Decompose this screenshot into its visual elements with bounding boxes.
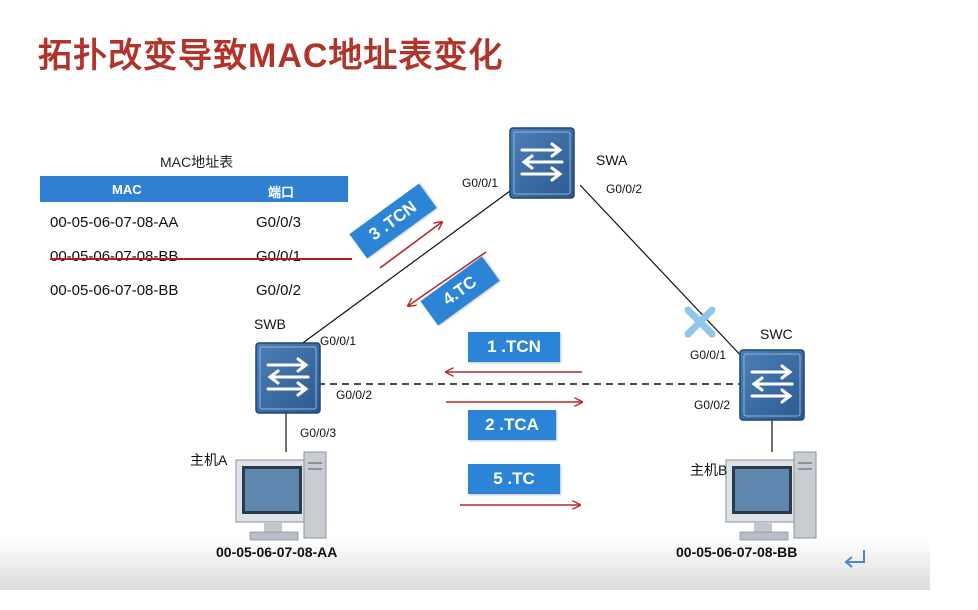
swa-label: SWA (596, 152, 628, 168)
slide-title: 拓扑改变导致MAC地址表变化 (38, 37, 504, 75)
mac-cell: 00-05-06-07-08-BB (50, 282, 179, 299)
host-a-mac: 00-05-06-07-08-AA (216, 544, 338, 560)
mac-table-row-struck: 00-05-06-07-08-BB G0/0/1 (50, 248, 352, 268)
link-failure-icon (684, 306, 716, 338)
port-cell: G0/0/2 (256, 282, 302, 299)
mac-table: MAC 端口 00-05-06-07-08-AA G0/0/3 00-05-06… (40, 176, 352, 299)
switch-icon (508, 126, 576, 200)
port-cell: G0/0/3 (256, 214, 302, 231)
strikethrough-line (50, 258, 352, 260)
pc-icon (725, 451, 817, 541)
swb-port-g003: G0/0/3 (300, 426, 337, 440)
arrow-tcn-up (379, 222, 442, 269)
mac-cell: 00-05-06-07-08-AA (50, 214, 179, 231)
switch-icon (254, 341, 322, 415)
swc-label: SWC (760, 326, 793, 342)
switch-icon (738, 348, 806, 422)
port-column-header: 端口 (268, 185, 295, 200)
message-2-tca: 2 .TCA (468, 410, 556, 440)
mac-table-row: 00-05-06-07-08-BB G0/0/2 (50, 282, 350, 302)
swa-port-g001: G0/0/1 (462, 176, 499, 190)
message-5-tc: 5 .TC (468, 464, 560, 494)
pc-icon (235, 451, 327, 541)
host-b-label: 主机B (690, 462, 728, 478)
port-cell: G0/0/1 (256, 248, 302, 265)
link-swa-swc (579, 184, 746, 361)
mac-table-row: 00-05-06-07-08-AA G0/0/3 (50, 214, 350, 234)
link-swb-swa (299, 179, 526, 346)
mac-cell: 00-05-06-07-08-BB (50, 248, 179, 265)
mac-table-caption: MAC地址表 (160, 154, 234, 170)
host-a-label: 主机A (190, 452, 228, 468)
swa-port-g002: G0/0/2 (606, 182, 643, 196)
swb-port-g001: G0/0/1 (320, 334, 357, 348)
host-b-mac: 00-05-06-07-08-BB (676, 544, 798, 560)
swc-port-g002: G0/0/2 (694, 398, 731, 412)
message-1-tcn: 1 .TCN (468, 332, 560, 362)
swc-port-g001: G0/0/1 (690, 348, 727, 362)
footer-band (0, 538, 930, 590)
swb-port-g002: G0/0/2 (336, 388, 373, 402)
arrow-tc-down (408, 251, 487, 306)
mac-table-header: MAC 端口 (40, 176, 348, 202)
return-icon[interactable] (842, 548, 868, 570)
mac-column-header: MAC (112, 182, 142, 197)
swb-label: SWB (254, 316, 286, 332)
